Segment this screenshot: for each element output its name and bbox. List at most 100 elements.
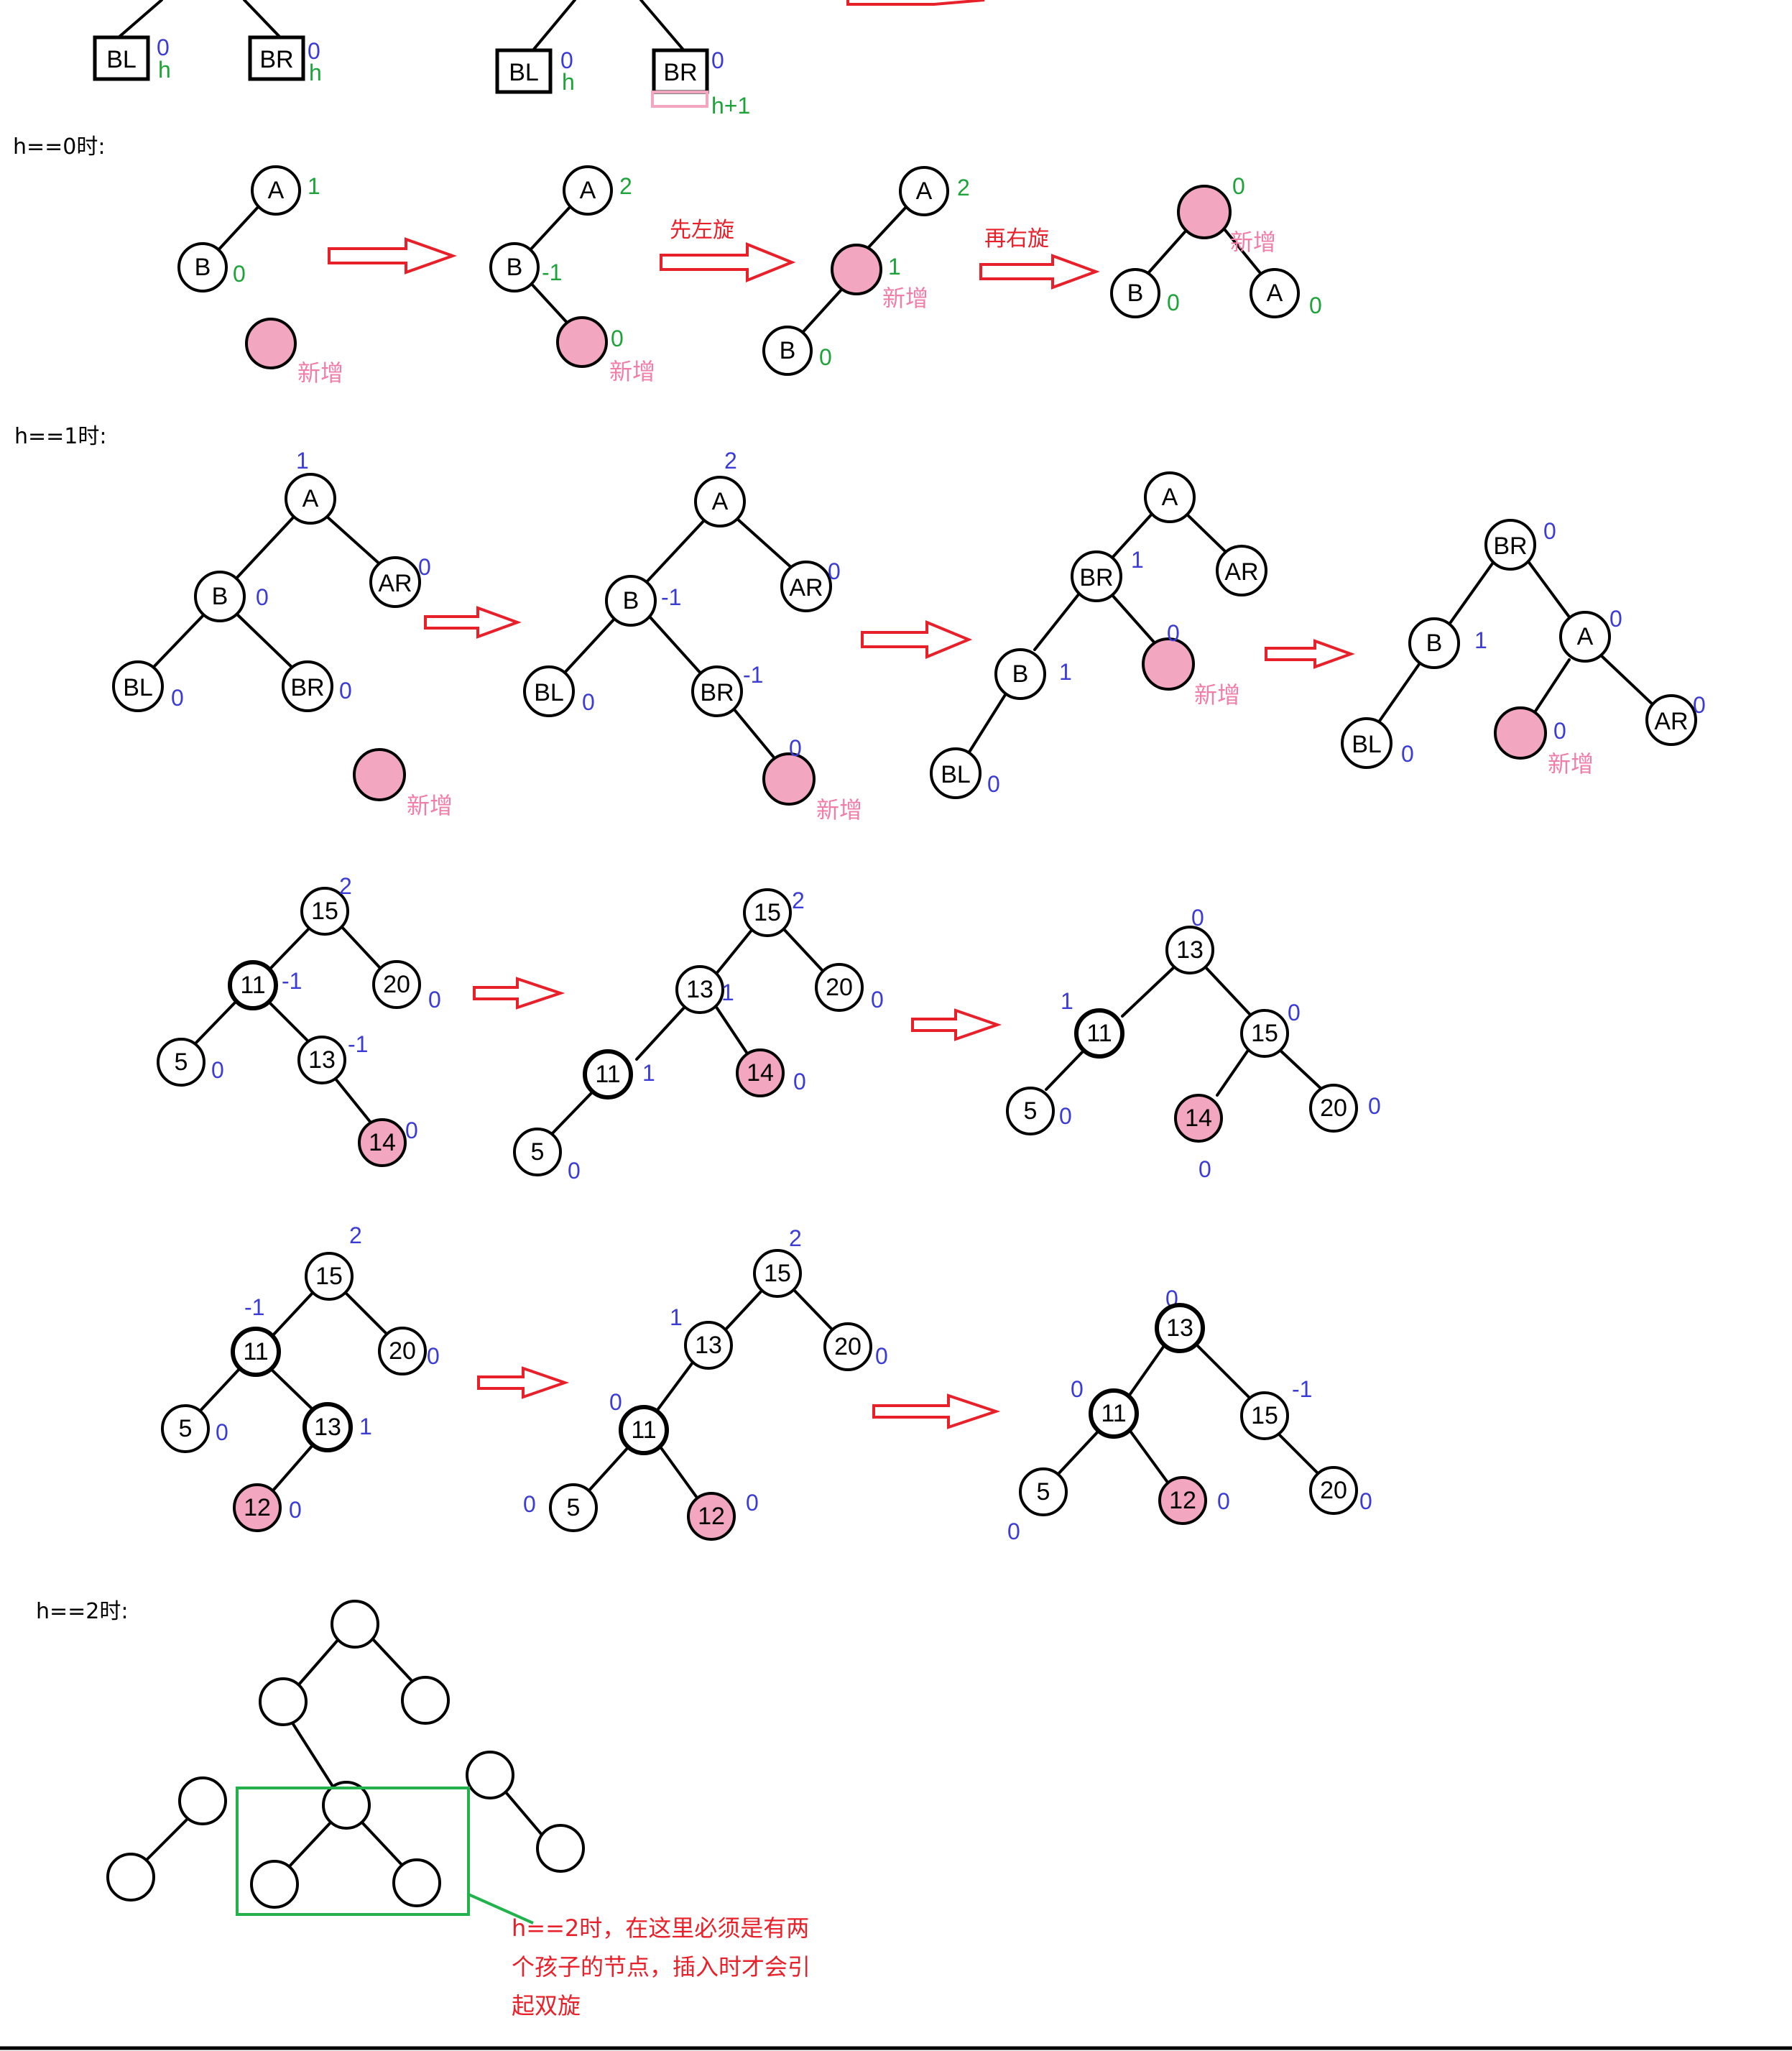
- node-label: 13: [686, 976, 713, 1003]
- tree-node-a: [1559, 611, 1611, 663]
- node-label: BL: [1352, 731, 1382, 758]
- bf-label: 0: [1071, 1376, 1084, 1402]
- node-label: BL: [123, 674, 153, 701]
- node-label: 13: [695, 1332, 722, 1359]
- case-h1: 1 A B 0 AR 0 BL 0 BR 0 新增 2 A B -1 AR 0 …: [112, 448, 1706, 823]
- tree-node: [259, 1677, 308, 1726]
- node-label: 12: [244, 1494, 271, 1521]
- node-label: 15: [315, 1263, 343, 1290]
- node-label: 15: [311, 898, 338, 925]
- bf-label: 0: [308, 38, 320, 64]
- tree-node-5: [1006, 1087, 1055, 1135]
- height-label: h: [158, 57, 171, 83]
- tree-node-15: [305, 1252, 354, 1301]
- node-label: 11: [240, 972, 265, 999]
- bf-label: 0: [1059, 1103, 1072, 1129]
- node-label: 14: [369, 1129, 396, 1156]
- new-node: [762, 752, 816, 806]
- highlight-box: [236, 1787, 470, 1916]
- bf-label: 0: [819, 344, 832, 370]
- transform-arrow: [477, 1366, 570, 1399]
- bf-label: 1: [1131, 547, 1144, 573]
- tree-node-ar: [1645, 694, 1697, 746]
- node-label: 11: [1086, 1020, 1112, 1047]
- bf-label: 0: [523, 1491, 536, 1517]
- bf-label: 2: [339, 873, 352, 899]
- node-label: 5: [175, 1048, 188, 1076]
- tree-node-b: [994, 648, 1046, 700]
- tree-node-ar: [780, 561, 832, 612]
- tree-node-20: [1309, 1466, 1358, 1515]
- tree-node-b: [194, 571, 246, 622]
- tree-node-12: [687, 1492, 736, 1541]
- tree-node-bl: [930, 747, 982, 799]
- subtree-box-br-label: BR: [663, 59, 697, 86]
- bf-label: 0: [211, 1057, 224, 1083]
- tree-node-15: [300, 887, 349, 936]
- tree-node: [322, 1781, 371, 1830]
- node-label: BL: [534, 679, 564, 706]
- bf-label: 0: [1543, 518, 1556, 544]
- tree-node-13: [1155, 1303, 1205, 1353]
- node-label: 20: [834, 1333, 862, 1360]
- node-label: 13: [308, 1046, 336, 1074]
- node-label: A: [712, 488, 729, 515]
- bf-label: 0: [1198, 1156, 1211, 1182]
- node-label: 15: [1251, 1402, 1278, 1429]
- tree-node-bl: [523, 665, 575, 717]
- subtree-box-br: [652, 48, 709, 94]
- tree-node-14: [736, 1048, 785, 1097]
- top-subtrees: BL 0 h BR 0 h BL 0 h BR 0 h+1: [93, 0, 985, 119]
- node-label: A: [1162, 484, 1178, 511]
- node-label: 14: [1185, 1105, 1212, 1132]
- bf-label: 0: [1401, 741, 1414, 767]
- node-label: B: [1012, 660, 1029, 688]
- new-node: [245, 318, 297, 369]
- bf-label: 1: [888, 254, 901, 280]
- tree-node-13: [302, 1402, 353, 1452]
- tree-node: [392, 1858, 441, 1907]
- example-insert-14: 15 2 11 -1 20 0 5 0 13 -1 14 0 15 2 13 1…: [157, 873, 1381, 1184]
- node-label: B: [780, 337, 796, 364]
- new-node: [831, 244, 882, 295]
- section-heading-h2: h==2时:: [36, 1599, 129, 1624]
- bf-label: 0: [1232, 173, 1245, 199]
- bf-label: 0: [339, 678, 352, 704]
- tree-node: [331, 1600, 379, 1649]
- subtree-box-bl-label: BL: [106, 46, 137, 73]
- tree-node-a: [694, 476, 746, 527]
- node-label: A: [1577, 623, 1594, 650]
- bf-label: -1: [743, 662, 763, 688]
- bf-label: 2: [724, 448, 737, 474]
- tree-node-a: [899, 166, 949, 216]
- bf-label: 0: [1167, 290, 1180, 315]
- node-label: B: [1127, 280, 1144, 307]
- tree-node-15: [1240, 1391, 1289, 1440]
- bf-label: 2: [789, 1225, 802, 1251]
- tree-node-20: [823, 1322, 872, 1371]
- node-label: 15: [754, 899, 781, 926]
- bf-label: 1: [308, 173, 320, 199]
- new-node-label: 新增: [1548, 751, 1594, 777]
- bf-label: 0: [418, 554, 431, 580]
- bf-label: 0: [609, 1389, 622, 1415]
- subtree-box-br-label: BR: [259, 46, 293, 73]
- bf-label: 0: [871, 987, 884, 1013]
- tree-node-20: [378, 1327, 427, 1375]
- subtree-box-br: [248, 35, 305, 81]
- bf-label: 0: [289, 1497, 302, 1523]
- new-node: [1177, 185, 1232, 239]
- node-label: 14: [747, 1059, 774, 1087]
- tree-node-b: [605, 575, 657, 627]
- tree-node-15: [753, 1249, 802, 1298]
- tree-node-br: [1071, 550, 1122, 602]
- bf-label: 2: [957, 175, 970, 201]
- node-label: 13: [1176, 936, 1204, 964]
- node-label: BR: [290, 674, 324, 701]
- bf-label: 0: [711, 47, 724, 73]
- node-label: 15: [764, 1260, 791, 1287]
- node-label: A: [916, 178, 933, 205]
- tree-node: [536, 1824, 585, 1873]
- bf-label: 0: [875, 1343, 888, 1369]
